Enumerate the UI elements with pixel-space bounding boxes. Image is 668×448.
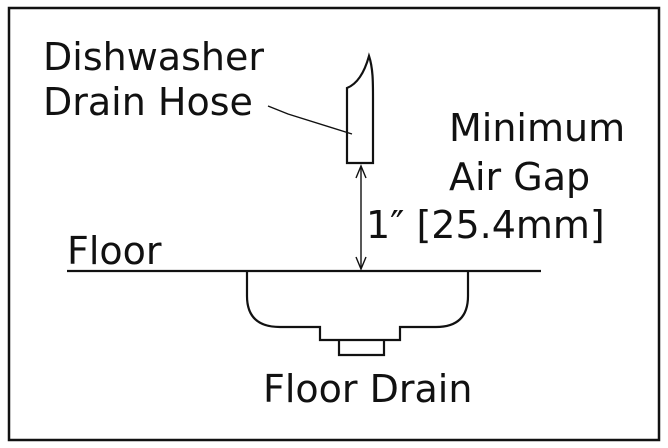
air-gap-measurement-label: 1″ [25.4mm]: [366, 203, 605, 247]
drain-hose: [345, 52, 375, 165]
hose-label-line-2: Drain Hose: [43, 80, 253, 124]
floor-label: Floor: [67, 229, 162, 273]
floor-drain-outlet: [337, 340, 386, 357]
diagram-frame: [7, 6, 661, 442]
air-gap-label-line-1: Minimum: [449, 106, 625, 150]
arrow-down-icon: [355, 256, 367, 271]
arrow-up-icon: [355, 164, 367, 179]
hose-leader-line: [267, 105, 353, 135]
floor-drain-basin: [245, 271, 470, 342]
hose-label-line-1: Dishwasher: [43, 35, 264, 79]
floor-drain-label: Floor Drain: [263, 367, 472, 411]
air-gap-label-line-2: Air Gap: [449, 155, 590, 199]
